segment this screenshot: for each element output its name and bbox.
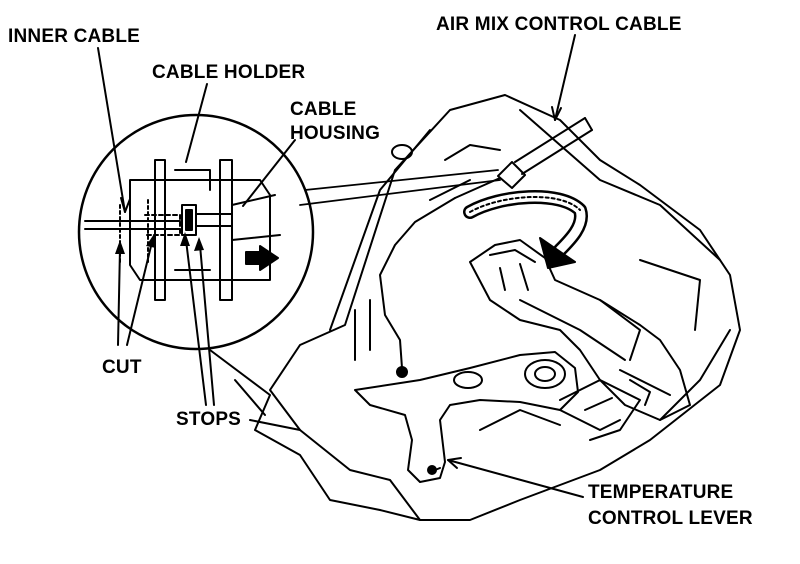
leader-lines (97, 34, 584, 498)
temperature-control-lever-label-line2: CONTROL LEVER (588, 508, 753, 529)
heater-unit-housing (209, 94, 741, 521)
cut-label: CUT (102, 357, 142, 378)
leader-arrowheads (115, 232, 204, 254)
magnified-detail-circle (77, 113, 501, 351)
temperature-control-lever-label-line1: TEMPERATURE (588, 482, 734, 503)
air-mix-door-linkage (469, 239, 691, 421)
air-mix-control-cable-label: AIR MIX CONTROL CABLE (436, 14, 682, 35)
inner-cable-label: INNER CABLE (8, 26, 141, 47)
cable-housing-label-line2: HOUSING (290, 123, 381, 144)
stops-label: STOPS (176, 409, 242, 430)
rotation-arrow-icon (463, 190, 588, 269)
temperature-control-lever-art (354, 351, 621, 483)
cable-holder-label: CABLE HOLDER (152, 62, 306, 83)
cable-housing-label-line1: CABLE (290, 99, 357, 120)
